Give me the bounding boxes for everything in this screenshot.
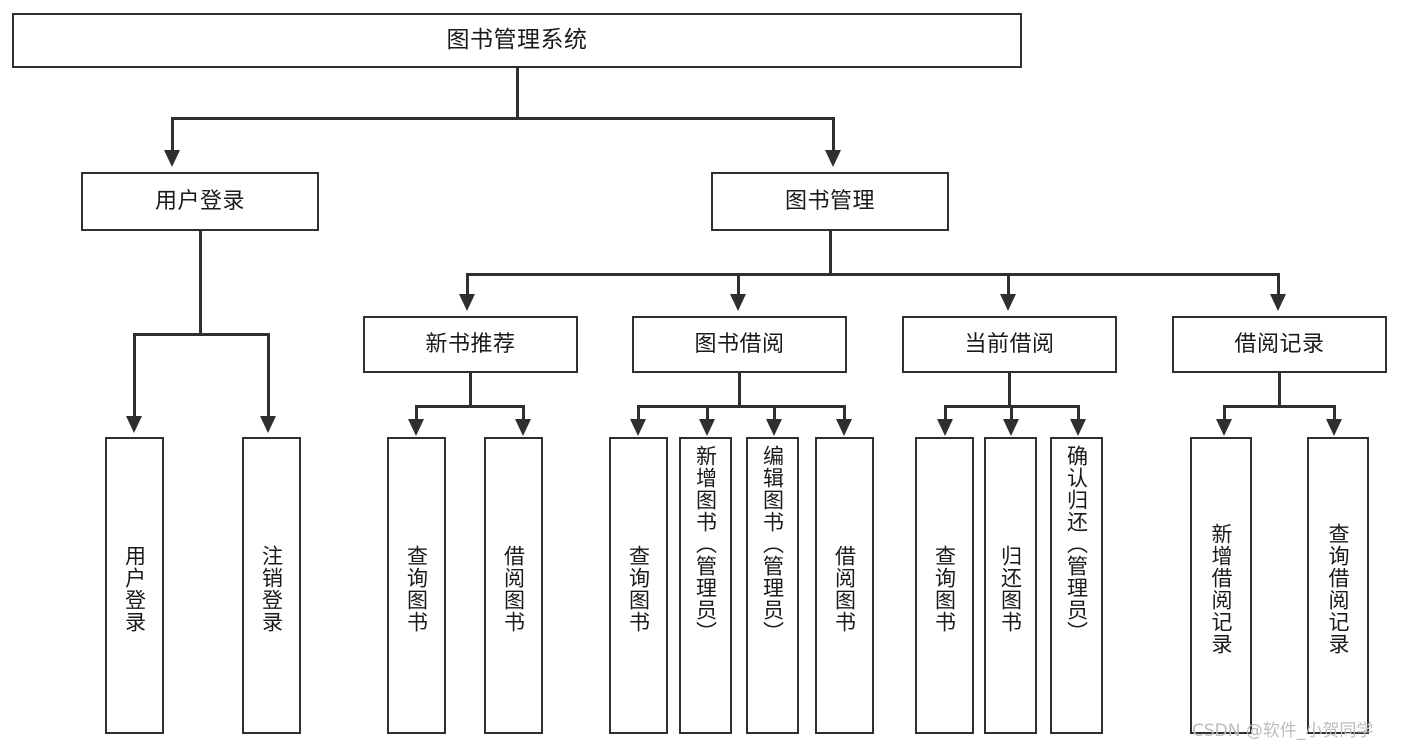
node-label: 查询借阅记录 <box>1326 522 1351 655</box>
connector-borrow-record-stem <box>1278 373 1281 407</box>
connector-current-borrow-stem <box>1008 373 1011 407</box>
leaf-query-book-recommend[interactable]: 查询图书 <box>387 437 446 734</box>
connector-to-borrow-record <box>1277 273 1280 296</box>
arrowhead-leaf-edit-book <box>766 419 782 436</box>
connector-book-borrow-branch-3 <box>773 405 776 421</box>
connector-new-book-stem <box>469 373 472 407</box>
node-label: 新书推荐 <box>425 331 516 357</box>
connector-to-new-book-recommend <box>466 273 469 296</box>
connector-user-login-branch-2 <box>267 333 270 418</box>
connector-current-borrow-branch-2 <box>1010 405 1013 421</box>
leaf-borrow-book-borrow[interactable]: 借阅图书 <box>815 437 874 734</box>
arrowhead-leaf-query-book-3 <box>937 419 953 436</box>
node-label: 借阅图书 <box>501 544 526 633</box>
leaf-logout-login[interactable]: 注销登录 <box>242 437 301 734</box>
arrowhead-leaf-borrow-book-1 <box>515 419 531 436</box>
connector-book-borrow-branch-4 <box>843 405 846 421</box>
arrowhead-current-borrow <box>1000 294 1016 311</box>
node-label: 查询图书 <box>932 544 957 633</box>
connector-user-login-bar <box>133 333 270 336</box>
arrowhead-leaf-confirm-return <box>1070 419 1086 436</box>
node-label: 查询图书 <box>626 544 651 633</box>
leaf-query-book-current[interactable]: 查询图书 <box>915 437 974 734</box>
arrowhead-root-to-user-login <box>164 150 180 167</box>
node-label: 图书借阅 <box>694 331 785 357</box>
node-label: 编辑图书（管理员） <box>760 445 785 643</box>
node-label: 注销登录 <box>259 544 284 633</box>
arrowhead-leaf-add-book <box>699 419 715 436</box>
node-book-borrow[interactable]: 图书借阅 <box>632 316 847 373</box>
node-label: 新增借阅记录 <box>1209 522 1234 655</box>
leaf-user-login[interactable]: 用户登录 <box>105 437 164 734</box>
connector-to-book-borrow <box>737 273 740 296</box>
connector-book-manage-stem <box>829 231 832 275</box>
arrowhead-leaf-query-record <box>1326 419 1342 436</box>
arrowhead-leaf-borrow-book-2 <box>836 419 852 436</box>
node-label: 查询图书 <box>404 544 429 633</box>
connector-book-borrow-bar <box>637 405 845 408</box>
arrowhead-leaf-logout-login <box>260 416 276 433</box>
arrowhead-new-book-recommend <box>459 294 475 311</box>
arrowhead-leaf-query-book-1 <box>408 419 424 436</box>
connector-new-book-bar <box>415 405 525 408</box>
connector-borrow-record-bar <box>1223 405 1336 408</box>
arrowhead-book-borrow <box>730 294 746 311</box>
node-root-book-management-system[interactable]: 图书管理系统 <box>12 13 1022 68</box>
node-user-login[interactable]: 用户登录 <box>81 172 319 231</box>
leaf-query-book-borrow[interactable]: 查询图书 <box>609 437 668 734</box>
arrowhead-leaf-add-record <box>1216 419 1232 436</box>
connector-book-borrow-branch-2 <box>706 405 709 421</box>
connector-root-bar <box>171 117 835 120</box>
leaf-edit-book-admin[interactable]: 编辑图书（管理员） <box>746 437 799 734</box>
connector-root-to-book-manage <box>832 117 835 152</box>
connector-borrow-record-branch-1 <box>1223 405 1226 421</box>
node-borrow-record[interactable]: 借阅记录 <box>1172 316 1387 373</box>
node-label: 新增图书（管理员） <box>693 445 718 643</box>
node-label: 借阅图书 <box>832 544 857 633</box>
leaf-return-book[interactable]: 归还图书 <box>984 437 1037 734</box>
node-label: 借阅记录 <box>1234 331 1325 357</box>
connector-root-to-user-login <box>171 117 174 152</box>
leaf-query-borrow-record[interactable]: 查询借阅记录 <box>1307 437 1369 734</box>
arrowhead-borrow-record <box>1270 294 1286 311</box>
node-label: 确认归还（管理员） <box>1064 445 1089 643</box>
connector-book-borrow-stem <box>738 373 741 407</box>
connector-book-manage-bar <box>466 273 1280 276</box>
node-new-book-recommend[interactable]: 新书推荐 <box>363 316 578 373</box>
leaf-confirm-return-admin[interactable]: 确认归还（管理员） <box>1050 437 1103 734</box>
connector-new-book-branch-1 <box>415 405 418 421</box>
csdn-watermark: CSDN @软件_小贺同学 <box>1192 721 1374 741</box>
connector-user-login-branch-1 <box>133 333 136 418</box>
connector-borrow-record-branch-2 <box>1333 405 1336 421</box>
arrowhead-leaf-return-book <box>1003 419 1019 436</box>
leaf-borrow-book-recommend[interactable]: 借阅图书 <box>484 437 543 734</box>
connector-current-borrow-branch-1 <box>944 405 947 421</box>
leaf-add-book-admin[interactable]: 新增图书（管理员） <box>679 437 732 734</box>
connector-to-current-borrow <box>1007 273 1010 296</box>
arrowhead-leaf-user-login <box>126 416 142 433</box>
connector-current-borrow-branch-3 <box>1077 405 1080 421</box>
connector-root-stem <box>516 68 519 119</box>
node-label: 归还图书 <box>998 544 1023 633</box>
node-label: 用户登录 <box>154 188 245 214</box>
connector-new-book-branch-2 <box>522 405 525 421</box>
connector-user-login-stem <box>199 231 202 335</box>
node-label: 用户登录 <box>122 544 147 633</box>
leaf-add-borrow-record[interactable]: 新增借阅记录 <box>1190 437 1252 734</box>
connector-book-borrow-branch-1 <box>637 405 640 421</box>
node-label: 图书管理系统 <box>446 27 588 53</box>
node-current-borrow[interactable]: 当前借阅 <box>902 316 1117 373</box>
arrowhead-root-to-book-manage <box>825 150 841 167</box>
node-label: 图书管理 <box>784 188 875 214</box>
node-book-management[interactable]: 图书管理 <box>711 172 949 231</box>
node-label: 当前借阅 <box>964 331 1055 357</box>
arrowhead-leaf-query-book-2 <box>630 419 646 436</box>
